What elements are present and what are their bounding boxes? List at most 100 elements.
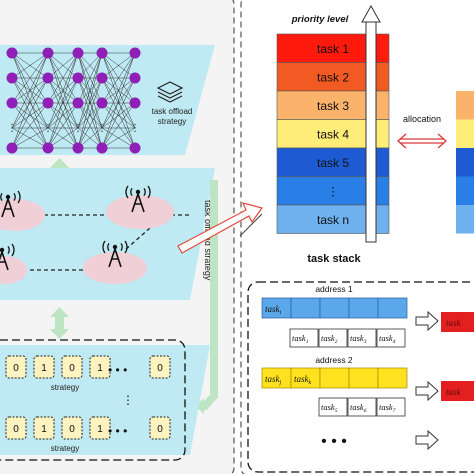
strategy-cell: 1 xyxy=(33,355,55,379)
nn-link xyxy=(11,52,49,149)
nn-link xyxy=(47,102,79,149)
task-ref-label: task2 xyxy=(321,333,338,345)
nn-node xyxy=(129,97,141,109)
address-2-cell xyxy=(319,367,350,389)
nn-node xyxy=(96,47,108,59)
allocated-cell xyxy=(456,205,474,234)
strategy-bit: 0 xyxy=(13,424,19,435)
nn-link xyxy=(77,102,103,129)
red-box-2-label: task xyxy=(446,387,462,397)
antenna-towers xyxy=(0,185,151,271)
strategy-bit: 0 xyxy=(157,363,163,374)
nn-node xyxy=(96,142,108,154)
strategy-cell-box xyxy=(33,416,55,440)
task-ref-label: task4 xyxy=(379,333,396,345)
task-ref-subscript: 5 xyxy=(335,408,338,414)
tower-disc-2 xyxy=(106,195,174,229)
nn-node xyxy=(42,142,54,154)
strategy-ellipsis-2: • • • xyxy=(108,424,127,438)
more-addresses-dots: • • • xyxy=(321,433,347,450)
priority-axis-arrow xyxy=(361,4,381,23)
task-ref-label: taskj xyxy=(265,374,282,386)
nn-node xyxy=(129,47,141,59)
strategy-cell: 1 xyxy=(89,355,111,379)
task-ref-subscript: 4 xyxy=(393,338,396,345)
edge-links xyxy=(30,214,190,271)
nn-node xyxy=(129,72,141,84)
task-label: task 4 xyxy=(317,128,349,142)
task-ref-label: task5 xyxy=(321,402,338,414)
tower-tip xyxy=(5,194,11,200)
signal-wave-right xyxy=(143,188,146,196)
nn-link xyxy=(47,52,79,79)
strategy-cell-box xyxy=(61,416,83,440)
task-label: task n xyxy=(317,213,349,227)
signal-wave-right xyxy=(147,185,151,199)
vertical-strategy-label: task offload strategy xyxy=(203,200,213,281)
address-2-task-box xyxy=(347,397,377,417)
task-ref-subscript: 3 xyxy=(363,339,367,345)
tower-tip xyxy=(135,189,141,195)
nn-link xyxy=(11,77,49,149)
nn-link xyxy=(11,127,49,149)
nn-node xyxy=(96,72,108,84)
allocated-stack-fragment xyxy=(456,91,474,234)
nn-node xyxy=(42,72,54,84)
nn-link xyxy=(101,52,136,104)
nn-link xyxy=(101,102,136,149)
tower-disc-4 xyxy=(83,252,147,284)
nn-node xyxy=(42,97,54,109)
signal-wave-left xyxy=(130,188,133,196)
task-ref-label: task3 xyxy=(350,333,367,345)
tower-disc-3 xyxy=(0,256,27,284)
address-1-title: address 1 xyxy=(315,284,353,294)
task-label: task 1 xyxy=(317,42,349,56)
strategy-cell-box xyxy=(33,355,55,379)
nn-link xyxy=(101,77,136,129)
nn-link xyxy=(77,52,103,149)
address-1-bar: taski xyxy=(261,297,408,319)
tower-tip xyxy=(112,244,118,250)
nn-link xyxy=(11,77,49,129)
strategy-cell-box xyxy=(149,355,171,379)
task-ref-label: task7 xyxy=(379,402,396,414)
nn-ellipsis: ⋮ xyxy=(97,123,107,134)
task-label: task 2 xyxy=(317,71,349,85)
neural-net-band xyxy=(0,45,215,155)
allocated-cell xyxy=(456,91,474,120)
signal-wave-right xyxy=(11,243,15,257)
task-label: task 5 xyxy=(317,156,349,170)
nn-link xyxy=(47,77,79,149)
address-1-task-box xyxy=(347,328,377,348)
nn-node xyxy=(6,97,18,109)
task-ref-subscript: 1 xyxy=(306,339,309,345)
red-box-1-label: task xyxy=(446,318,462,328)
signal-wave-left xyxy=(0,193,3,201)
address-1-cell xyxy=(377,297,408,319)
address-2-cell xyxy=(377,367,408,389)
signal-wave-left xyxy=(102,240,106,254)
nn-link xyxy=(101,102,136,129)
feedback-green-arrow-head xyxy=(195,398,204,414)
nn-ellipsis: ⋮ xyxy=(7,123,17,134)
strategy-cell: 0 xyxy=(5,416,27,440)
nn-ellipsis: ⋮ xyxy=(43,123,53,134)
antenna-icon xyxy=(102,240,128,268)
nn-link xyxy=(77,52,103,79)
task-ref-label: taski xyxy=(265,304,282,316)
red-box-2 xyxy=(441,381,474,401)
strategy-label-1: strategy xyxy=(51,383,79,392)
task-ref-label: task6 xyxy=(350,402,367,414)
nn-link xyxy=(77,102,103,149)
nn-node xyxy=(72,97,84,109)
priority-axis-bar xyxy=(365,21,377,243)
signal-wave-right xyxy=(7,246,10,254)
allocation-label: allocation xyxy=(403,114,441,124)
address-1-cell xyxy=(319,297,350,319)
strategy-bit: 0 xyxy=(69,424,75,435)
task-ref-subscript: i xyxy=(280,310,282,316)
strategy-cell-box xyxy=(89,355,111,379)
